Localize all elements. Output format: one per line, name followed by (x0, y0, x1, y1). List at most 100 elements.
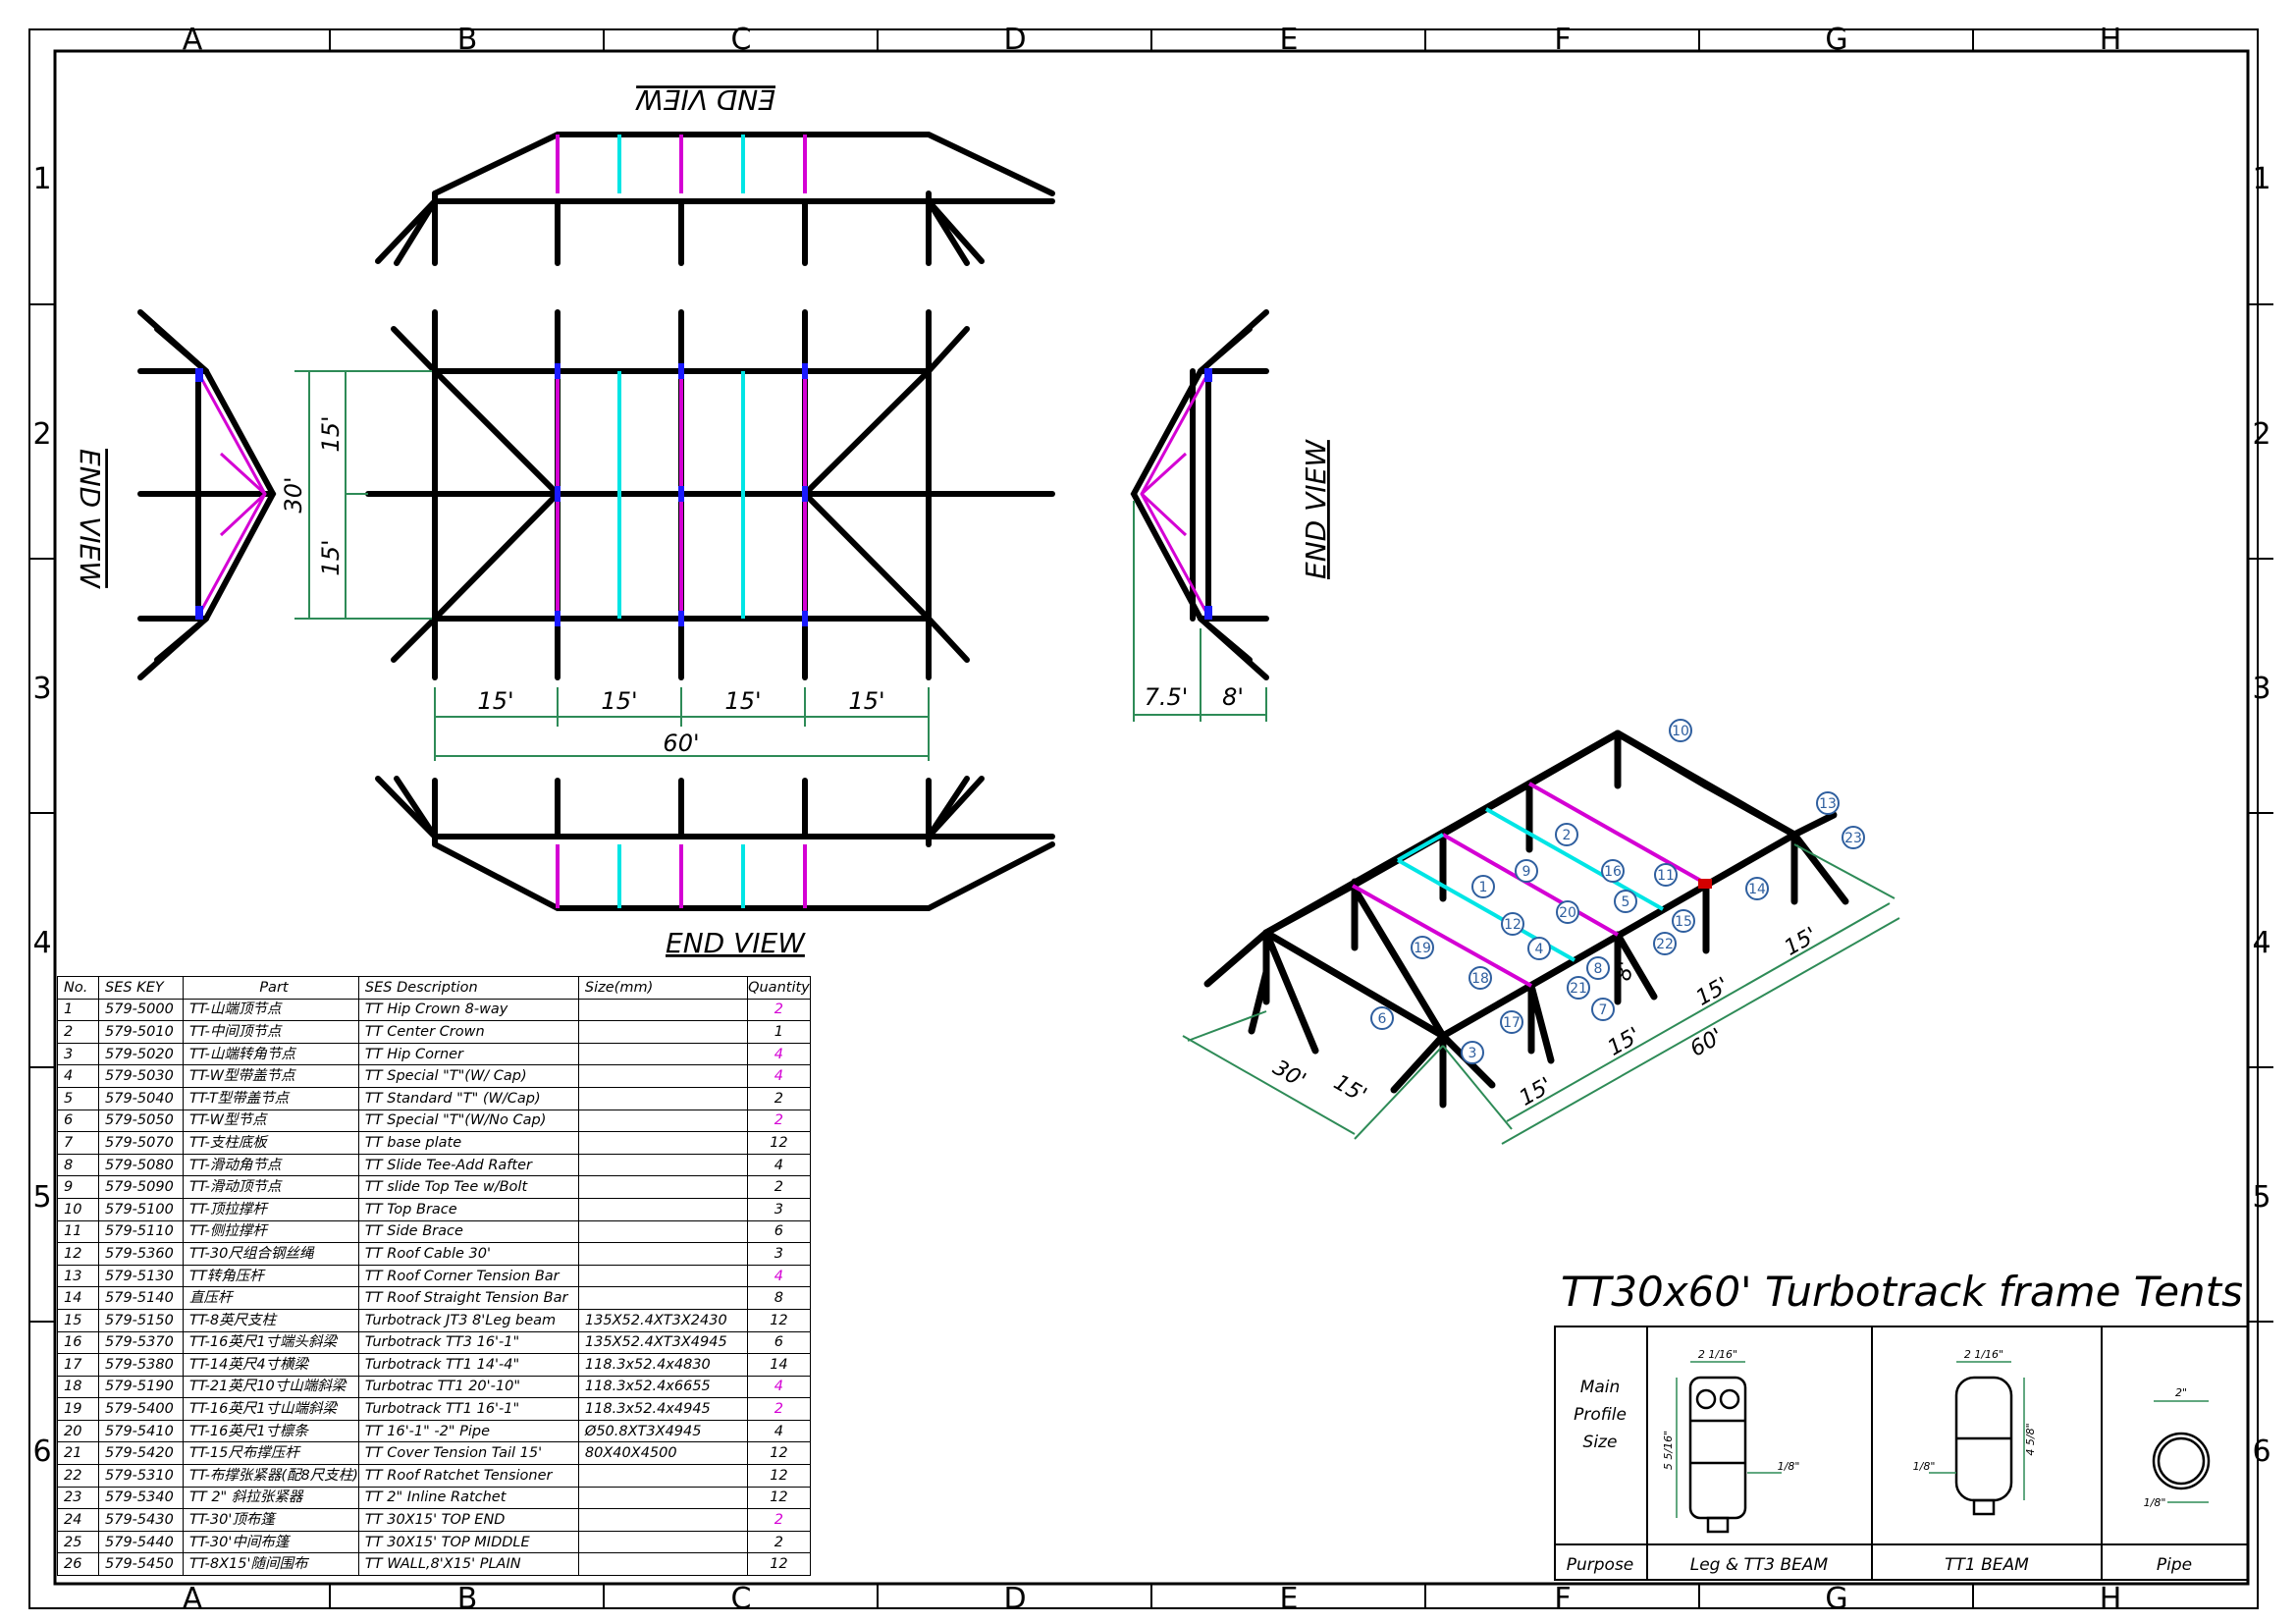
bom-cell-part: TT-山端转角节点 (183, 1042, 359, 1066)
zone-col-b-top: B (457, 23, 478, 57)
bom-cell-part: TT-30'顶布篷 (183, 1508, 359, 1532)
bom-cell-qty: 2 (746, 1397, 811, 1421)
bom-cell-desc: TT Special "T"(W/ Cap) (357, 1064, 579, 1088)
bom-cell-no: 7 (57, 1131, 99, 1155)
bom-cell-no: 15 (57, 1308, 99, 1332)
bom-header-key: SES KEY (98, 976, 184, 1000)
bom-cell-no: 5 (57, 1086, 99, 1110)
dim-iso-length: 60' (1686, 1024, 1728, 1062)
bom-cell-part: TT-16英尺1寸山端斜梁 (183, 1397, 359, 1421)
bom-cell-key: 579-5100 (98, 1197, 184, 1221)
dim-iso-bay-4: 15' (1781, 923, 1822, 961)
zone-col-f-top: F (1554, 23, 1571, 57)
zone-col-c-bottom: C (731, 1582, 752, 1616)
bom-cell-part: TT-8X15'随间围布 (183, 1552, 359, 1577)
bom-cell-key: 579-5450 (98, 1552, 184, 1577)
zone-row-3-left: 3 (32, 672, 51, 706)
bom-cell-size: 135X52.4XT3X4945 (577, 1330, 748, 1355)
bom-cell-desc: TT Center Crown (357, 1020, 579, 1044)
leg-height-dim: 5 5/16" (1662, 1431, 1675, 1470)
zone-row-4-right: 4 (2252, 926, 2270, 960)
bom-cell-part: TT转角压杆 (183, 1264, 359, 1288)
end-view-bottom-drawing (375, 776, 1055, 911)
bom-cell-qty: 8 (746, 1286, 811, 1310)
bom-cell-no: 13 (57, 1264, 99, 1288)
svg-text:4: 4 (1535, 942, 1544, 957)
bom-cell-size: Ø50.8XT3X4945 (577, 1419, 748, 1443)
bom-cell-no: 1 (57, 998, 99, 1022)
tt1-profile-section (1954, 1376, 2013, 1516)
zone-row-5-right: 5 (2252, 1180, 2270, 1215)
bom-cell-qty: 12 (746, 1486, 811, 1510)
leg-profile-section (1688, 1376, 1747, 1534)
bom-cell-key: 579-5410 (98, 1419, 184, 1443)
bom-cell-desc: Turbotrack JT3 8'Leg beam (357, 1308, 579, 1332)
bom-cell-key: 579-5360 (98, 1242, 184, 1266)
dim-iso-height: 8' (1612, 959, 1639, 983)
bom-cell-desc: TT slide Top Tee w/Bolt (357, 1175, 579, 1199)
plan-view-drawing (294, 309, 1055, 761)
bom-cell-key: 579-5430 (98, 1508, 184, 1532)
callout-6: 6 (1370, 1006, 1394, 1030)
bom-cell-desc: TT Hip Crown 8-way (357, 998, 579, 1022)
callout-10: 10 (1669, 719, 1692, 742)
bom-cell-no: 3 (57, 1042, 99, 1066)
bom-cell-qty: 12 (746, 1131, 811, 1155)
callout-bubbles: 1 2 3 4 5 6 7 8 9 10 11 12 13 14 15 16 1… (1370, 719, 1865, 1064)
svg-text:8: 8 (1594, 961, 1603, 977)
bom-cell-qty: 4 (746, 1153, 811, 1177)
bom-cell-qty: 12 (746, 1308, 811, 1332)
pipe-purpose: Pipe (2157, 1555, 2192, 1575)
bom-cell-part: TT-16英尺1寸端头斜梁 (183, 1330, 359, 1355)
bom-cell-part: TT-T型带盖节点 (183, 1086, 359, 1110)
bom-header-desc: SES Description (357, 976, 579, 1000)
svg-text:18: 18 (1471, 971, 1489, 987)
bom-cell-no: 24 (57, 1508, 99, 1532)
bom-cell-size (577, 1530, 748, 1554)
bom-cell-key: 579-5440 (98, 1530, 184, 1554)
bom-cell-key: 579-5070 (98, 1131, 184, 1155)
bom-cell-desc: TT WALL,8'X15' PLAIN (357, 1552, 579, 1577)
svg-text:9: 9 (1522, 864, 1531, 880)
tt1-height-dim: 4 5/8" (2024, 1423, 2037, 1455)
bom-cell-qty: 2 (746, 1508, 811, 1532)
bom-cell-part: TT-21英尺10寸山端斜梁 (183, 1375, 359, 1399)
bom-cell-no: 18 (57, 1375, 99, 1399)
bom-cell-size: 118.3x52.4x6655 (577, 1375, 748, 1399)
bom-header-size: Size(mm) (577, 976, 748, 1000)
bom-cell-no: 20 (57, 1419, 99, 1443)
tt1-width-dim: 2 1/16" (1964, 1348, 2003, 1361)
bom-cell-key: 579-5310 (98, 1464, 184, 1488)
bom-cell-size (577, 1153, 748, 1177)
bom-cell-part: TT-8英尺支柱 (183, 1308, 359, 1332)
svg-text:7: 7 (1599, 1002, 1608, 1018)
dim-overall-width: 30' (280, 476, 307, 513)
dim-end-depth: 7.5' (1145, 683, 1189, 711)
bill-of-materials-table: No. SES KEY Part SES Description Size(mm… (57, 976, 811, 1577)
bom-cell-qty: 14 (746, 1353, 811, 1377)
bom-cell-key: 579-5380 (98, 1353, 184, 1377)
bom-cell-desc: TT Roof Straight Tension Bar (357, 1286, 579, 1310)
tt1-purpose: TT1 BEAM (1945, 1555, 2029, 1575)
bom-cell-no: 14 (57, 1286, 99, 1310)
bom-cell-size (577, 1109, 748, 1133)
svg-text:21: 21 (1570, 981, 1587, 997)
bom-cell-no: 25 (57, 1530, 99, 1554)
bom-cell-no: 23 (57, 1486, 99, 1510)
bom-cell-key: 579-5080 (98, 1153, 184, 1177)
bom-cell-size (577, 1264, 748, 1288)
dim-bay-1: 15' (477, 687, 513, 715)
bom-cell-no: 19 (57, 1397, 99, 1421)
zone-col-g-top: G (1825, 23, 1847, 57)
bom-cell-part: TT-侧拉撑杆 (183, 1219, 359, 1244)
bom-cell-no: 4 (57, 1064, 99, 1088)
